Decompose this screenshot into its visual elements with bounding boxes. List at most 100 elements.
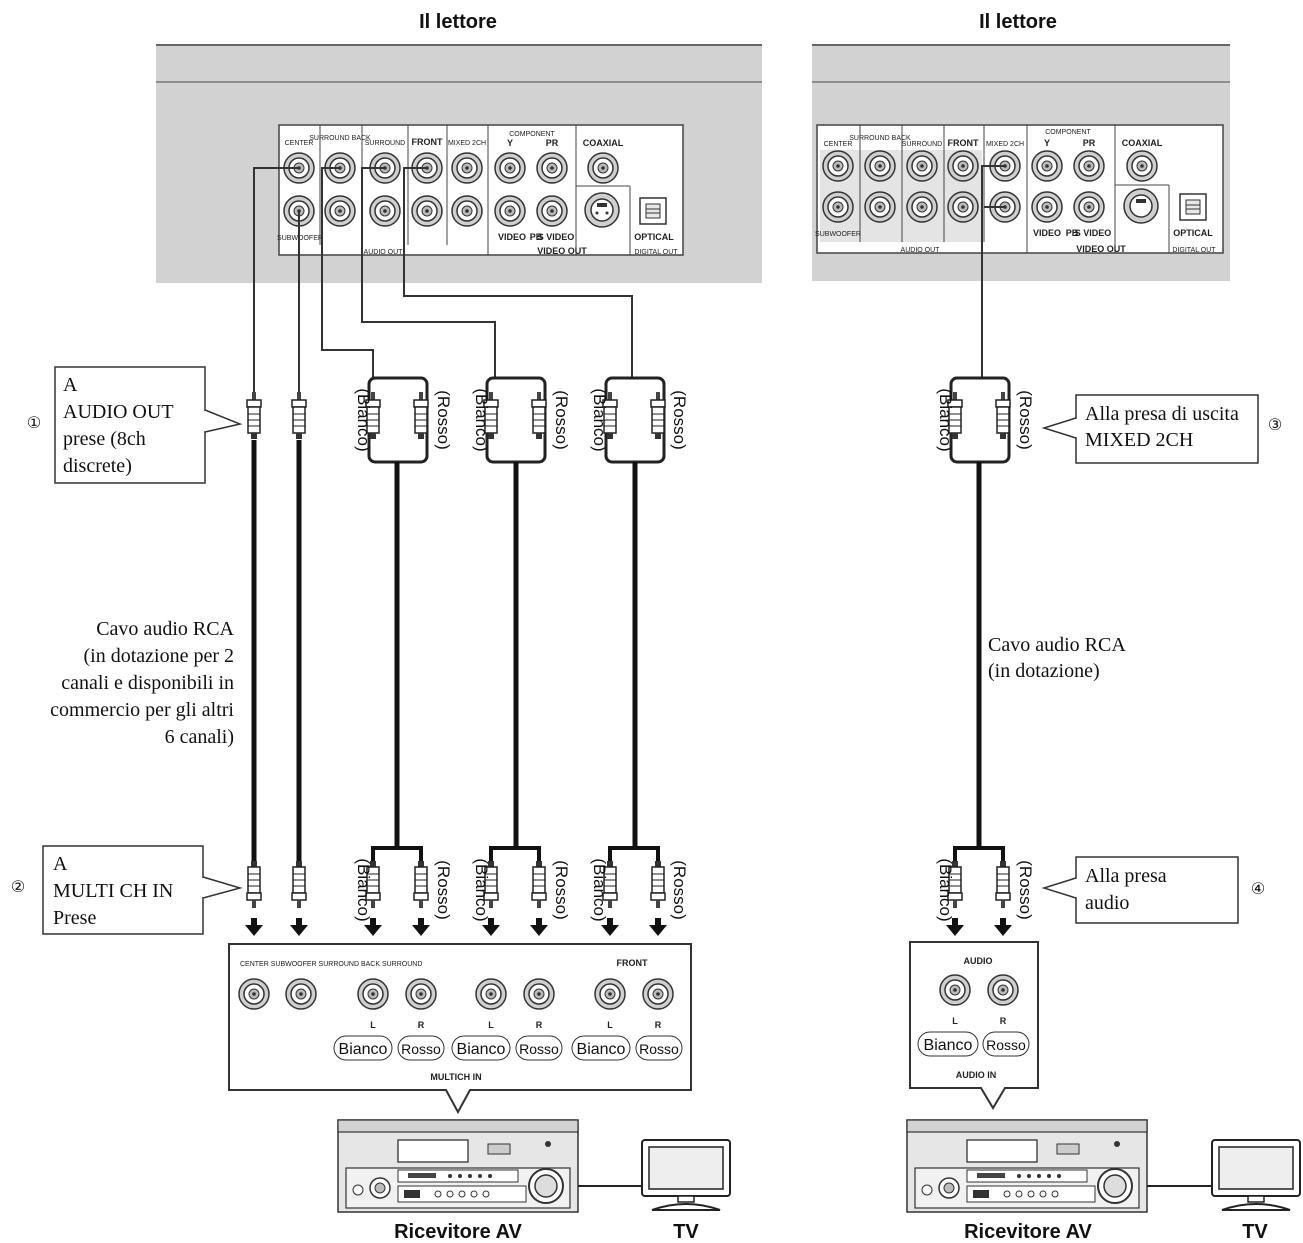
- svg-text:PR: PR: [1083, 138, 1096, 148]
- left-diagram: Il lettore CENTER SURROUND BACK SURROUND…: [11, 11, 762, 1243]
- label-component: COMPONENT: [509, 131, 555, 138]
- right-cable-label: Cavo audio RCA (in dotazione): [988, 634, 1126, 682]
- label-surround: SURROUND: [365, 140, 405, 147]
- svg-text:R: R: [655, 1020, 662, 1030]
- svg-text:Alla presa: Alla presa: [1085, 865, 1167, 887]
- svg-text:Bianco: Bianco: [924, 1037, 973, 1054]
- right-optical-jack: [1179, 193, 1207, 221]
- svg-text:(Bianco): (Bianco): [936, 858, 955, 921]
- right-tv-label: TV: [1242, 1221, 1268, 1243]
- label-digital-out: DIGITAL OUT: [634, 249, 678, 256]
- label-rosso: (Rosso): [670, 390, 689, 450]
- svg-text:VIDEO: VIDEO: [1033, 228, 1061, 238]
- svg-text:CENTER: CENTER: [824, 141, 853, 148]
- svg-text:FRONT: FRONT: [617, 958, 648, 968]
- left-tv-unit: [641, 1139, 731, 1211]
- svg-text:canali e disponibili in: canali e disponibili in: [61, 672, 234, 694]
- svg-text:R: R: [536, 1020, 543, 1030]
- svg-text:(in dotazione): (in dotazione): [988, 660, 1100, 682]
- right-bottom-plugs: [946, 846, 1012, 936]
- callout-2: ② A MULTI CH IN Prese: [11, 845, 243, 935]
- svg-text:Rosso: Rosso: [986, 1037, 1026, 1053]
- svg-text:A: A: [53, 853, 68, 875]
- callout-2-number: ②: [11, 879, 25, 896]
- jack-mixed-r: [451, 195, 483, 227]
- label-bianco: (Bianco): [354, 388, 373, 451]
- callout-1-line: prese (8ch: [63, 428, 146, 450]
- label-bianco: (Bianco): [472, 388, 491, 451]
- svg-text:MULTI CH IN: MULTI CH IN: [53, 880, 173, 902]
- left-receiver-unit: [337, 1119, 579, 1213]
- label-rosso: (Rosso): [434, 860, 453, 920]
- svg-text:(Bianco): (Bianco): [936, 388, 955, 451]
- label-video-out: VIDEO OUT: [537, 246, 587, 256]
- svg-text:(in dotazione per 2: (in dotazione per 2: [84, 645, 235, 667]
- callout-1-line: AUDIO OUT: [63, 401, 174, 423]
- jack-surround-r: [369, 195, 401, 227]
- callout-4: Alla presa audio ④: [1041, 856, 1265, 924]
- right-s-video-jack: [1123, 188, 1159, 224]
- jack-component-pr: [536, 152, 568, 184]
- label-center: CENTER: [285, 140, 314, 147]
- callout-1: ① A AUDIO OUT prese (8ch discrete): [27, 366, 243, 484]
- svg-text:(Rosso): (Rosso): [1016, 390, 1035, 450]
- left-bottom-plugs: [246, 846, 666, 909]
- callout-3-number: ③: [1268, 417, 1282, 434]
- jack-surround-back-r: [324, 195, 356, 227]
- callout-3: Alla presa di uscita MIXED 2CH ③: [1041, 394, 1282, 464]
- svg-text:L: L: [952, 1016, 958, 1026]
- svg-text:CENTER SUBWOOFER SURROUND BACK: CENTER SUBWOOFER SURROUND BACK SURROUND: [240, 961, 422, 968]
- svg-text:Cavo audio RCA: Cavo audio RCA: [96, 618, 234, 640]
- svg-text:Prese: Prese: [53, 907, 96, 929]
- label-audio-out: AUDIO OUT: [364, 249, 404, 256]
- svg-text:L: L: [488, 1020, 494, 1030]
- svg-text:Bianco: Bianco: [457, 1041, 506, 1058]
- svg-text:SURROUND: SURROUND: [902, 141, 942, 148]
- svg-text:L: L: [607, 1020, 613, 1030]
- right-receiver-panel: AUDIO L R Bianco Rosso AUDIO IN: [909, 941, 1039, 1110]
- left-cable-label: Cavo audio RCA (in dotazione per 2 canal…: [50, 618, 234, 748]
- callout-1-line: A: [63, 374, 78, 396]
- label-rosso: (Rosso): [670, 860, 689, 920]
- jack-front-r: [411, 195, 443, 227]
- svg-text:Cavo audio RCA: Cavo audio RCA: [988, 634, 1126, 656]
- svg-text:Rosso: Rosso: [519, 1041, 559, 1057]
- svg-text:AUDIO IN: AUDIO IN: [956, 1070, 997, 1080]
- left-cables-top: [253, 167, 633, 392]
- right-diagram: Il lettore CENTER SURROUND BACK SURROUND…: [812, 11, 1301, 1243]
- left-colour-labels: (Bianco) (Rosso) (Bianco) (Rosso) (Bianc…: [354, 388, 689, 921]
- svg-text:L: L: [370, 1020, 376, 1030]
- right-cables-top: [981, 165, 1005, 378]
- svg-text:MULTICH IN: MULTICH IN: [430, 1072, 481, 1082]
- svg-text:commercio per gli altri: commercio per gli altri: [50, 699, 234, 721]
- svg-text:MIXED 2CH: MIXED 2CH: [986, 141, 1024, 148]
- label-rosso: (Rosso): [434, 390, 453, 450]
- label-bianco: (Bianco): [590, 388, 609, 451]
- label-mixed-2ch: MIXED 2CH: [448, 140, 486, 147]
- svg-text:Bianco: Bianco: [577, 1041, 626, 1058]
- svg-text:DIGITAL OUT: DIGITAL OUT: [1172, 247, 1216, 254]
- label-bianco: (Bianco): [590, 858, 609, 921]
- svg-text:Rosso: Rosso: [401, 1041, 441, 1057]
- left-cables-main: [251, 440, 638, 862]
- svg-text:MIXED 2CH: MIXED 2CH: [1085, 429, 1193, 451]
- right-tv-unit: [1211, 1139, 1301, 1211]
- jack-video: [494, 195, 526, 227]
- svg-text:AUDIO: AUDIO: [964, 956, 993, 966]
- svg-text:SURROUND BACK: SURROUND BACK: [849, 135, 911, 142]
- svg-text:COAXIAL: COAXIAL: [1122, 138, 1163, 148]
- optical-jack: [639, 197, 667, 225]
- svg-text:Alla presa di uscita: Alla presa di uscita: [1085, 403, 1239, 425]
- label-surround-back: SURROUND BACK: [309, 135, 371, 142]
- jack-component-pb: [536, 195, 568, 227]
- svg-text:Bianco: Bianco: [339, 1041, 388, 1058]
- right-receiver-unit: [906, 1119, 1148, 1213]
- label-bianco: (Bianco): [472, 858, 491, 921]
- jack-component-y: [494, 152, 526, 184]
- svg-text:audio: audio: [1085, 892, 1129, 914]
- left-jack-panel: CENTER SURROUND BACK SURROUND FRONT MIXE…: [277, 124, 684, 256]
- svg-text:COMPONENT: COMPONENT: [1045, 129, 1091, 136]
- label-optical: OPTICAL: [634, 232, 674, 242]
- left-receiver-label: Ricevitore AV: [394, 1221, 522, 1243]
- svg-text:FRONT: FRONT: [948, 138, 979, 148]
